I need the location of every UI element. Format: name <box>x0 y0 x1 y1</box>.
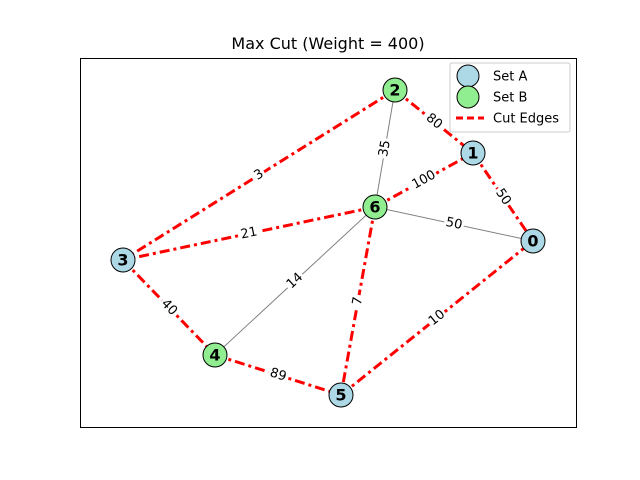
node-5: 5 <box>328 382 354 408</box>
edge-weight-6-4: 14 <box>282 268 308 294</box>
edge-weight-background <box>266 364 290 386</box>
edge-weight-text: 50 <box>444 215 463 233</box>
edge-weight-background <box>249 165 269 185</box>
edge-weight-text: 80 <box>423 110 445 132</box>
node-label: 1 <box>467 144 478 163</box>
edge-weight-1-0: 50 <box>490 184 516 210</box>
legend-box <box>449 62 571 133</box>
node-6: 6 <box>362 194 388 220</box>
node-2: 2 <box>382 77 408 103</box>
edge-1-0 <box>471 152 535 242</box>
node-circle <box>362 194 388 220</box>
edge-weight-2-3: 3 <box>249 165 269 185</box>
node-label: 5 <box>335 386 346 405</box>
edge-weight-6-3: 21 <box>237 223 261 244</box>
node-label: 4 <box>209 346 220 365</box>
edge-weight-text: 7 <box>350 296 366 307</box>
node-label: 3 <box>117 251 128 270</box>
legend-set-a-marker <box>456 64 480 88</box>
node-label: 6 <box>369 198 380 217</box>
plot-frame <box>80 58 577 428</box>
edge-weight-background <box>282 268 308 294</box>
node-label: 0 <box>527 232 538 251</box>
edge-6-1 <box>374 151 474 209</box>
edge-weight-background <box>490 184 516 210</box>
node-label: 2 <box>389 81 400 100</box>
edge-weight-2-1: 80 <box>421 108 447 135</box>
edge-weight-3-4: 40 <box>156 294 182 321</box>
edge-weight-background <box>237 223 261 244</box>
edge-weight-5-0: 10 <box>424 305 450 331</box>
edge-weight-6-5: 7 <box>349 293 367 309</box>
edges-layer <box>121 88 535 397</box>
legend-set-b-marker <box>456 85 480 109</box>
node-circle <box>328 382 354 408</box>
edge-weight-text: 35 <box>376 139 394 158</box>
edge-2-3 <box>122 88 396 262</box>
edge-weight-background <box>407 166 441 194</box>
node-1: 1 <box>460 140 486 166</box>
node-circle <box>202 342 228 368</box>
edge-weight-2-6: 35 <box>375 137 395 160</box>
edge-weight-text: 50 <box>492 186 514 208</box>
edge-weight-background <box>424 305 450 331</box>
edge-weight-background <box>156 294 182 321</box>
node-circle <box>520 228 546 254</box>
edge-weight-6-0: 50 <box>442 214 466 234</box>
edge-weight-4-5: 89 <box>266 364 290 386</box>
legend-set-b-label: Set B <box>493 91 527 106</box>
edge-weight-background <box>375 137 395 160</box>
edge-weight-background <box>349 293 367 309</box>
graph-title: Max Cut (Weight = 400) <box>231 34 424 53</box>
legend-set-a-label: Set A <box>493 70 527 85</box>
edge-weight-6-1: 100 <box>407 166 441 194</box>
edge-5-0 <box>340 239 534 397</box>
legend-cut-label: Cut Edges <box>493 112 559 127</box>
node-circle <box>110 247 136 273</box>
edge-weight-background <box>442 214 466 234</box>
nodes-layer: 0 1 2 3 4 5 6 <box>110 77 546 408</box>
edge-weight-background <box>421 108 447 135</box>
edge-weight-text: 89 <box>268 365 288 384</box>
edge-weight-text: 21 <box>239 224 258 242</box>
node-3: 3 <box>110 247 136 273</box>
node-0: 0 <box>520 228 546 254</box>
legend: Set A Set B Cut Edges <box>449 62 571 133</box>
node-4: 4 <box>202 342 228 368</box>
node-circle <box>460 140 486 166</box>
node-circle <box>382 77 408 103</box>
